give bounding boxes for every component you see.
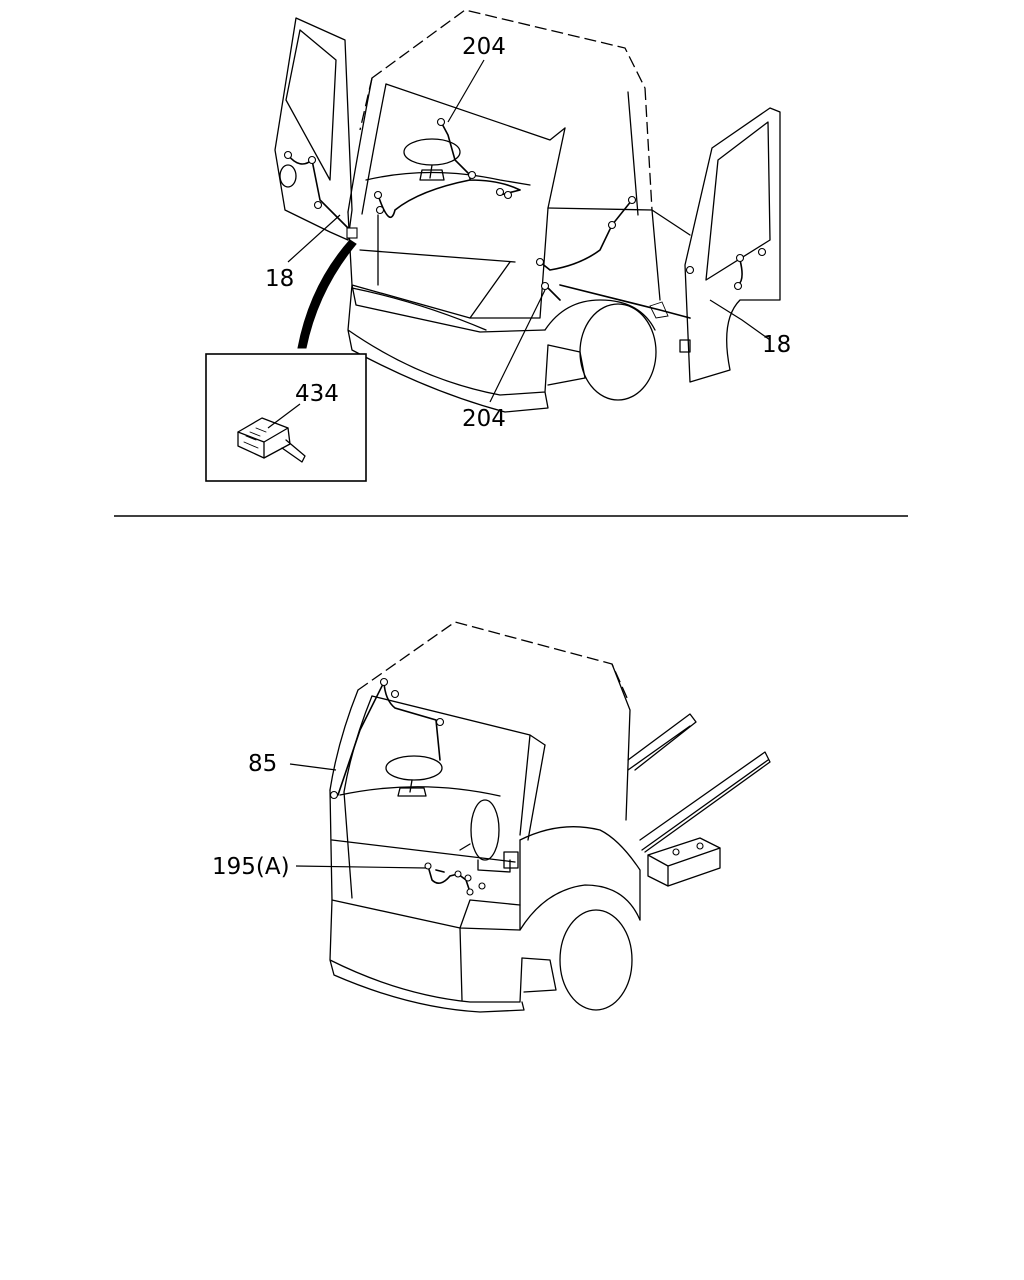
roof-harness bbox=[439, 119, 471, 176]
right-door-window bbox=[705, 121, 771, 281]
steering-wheel bbox=[403, 138, 461, 166]
top-figure: 204 18 434 18 204 bbox=[205, 9, 791, 482]
leader-18-left bbox=[287, 214, 341, 263]
callout-204-bottom: 204 bbox=[462, 406, 506, 432]
right-side-harness bbox=[539, 199, 743, 301]
cab2-step bbox=[521, 957, 557, 993]
callout-85: 85 bbox=[248, 751, 277, 777]
right-door-cable bbox=[559, 284, 691, 319]
frame-rail-upper bbox=[627, 713, 697, 771]
detail-box bbox=[205, 353, 367, 482]
bottom-clips bbox=[329, 677, 486, 896]
steering-column bbox=[419, 164, 445, 181]
grille bbox=[351, 214, 511, 331]
front-bumper bbox=[347, 284, 549, 413]
side-mirror bbox=[470, 799, 500, 861]
cab2-grille bbox=[459, 899, 521, 929]
cab2-dashboard bbox=[339, 786, 501, 797]
dash-harness-195a bbox=[427, 865, 471, 893]
callout-434: 434 bbox=[295, 381, 339, 407]
cab2-roof-outline bbox=[357, 621, 629, 701]
right-door bbox=[684, 107, 781, 383]
detail-pointer bbox=[297, 239, 357, 349]
cab2-bumper bbox=[329, 899, 525, 1013]
right-door-cable-connector bbox=[649, 301, 669, 319]
frame-rail-lower bbox=[639, 751, 771, 853]
left-door-window bbox=[285, 29, 337, 181]
callout-195a: 195(A) bbox=[212, 854, 290, 880]
front-wheel bbox=[579, 303, 657, 401]
bottom-figure: 85 195(A) bbox=[212, 621, 771, 1013]
left-door bbox=[274, 17, 353, 241]
battery bbox=[647, 837, 721, 887]
cab-side bbox=[547, 207, 691, 301]
cab2-front-wheel bbox=[559, 909, 633, 1011]
cab2-steering-wheel bbox=[385, 755, 443, 781]
left-mirror-hole bbox=[279, 164, 297, 188]
callout-204-top: 204 bbox=[462, 34, 506, 60]
cab2-side bbox=[519, 826, 641, 921]
right-door-handle bbox=[679, 339, 691, 353]
dash-harness bbox=[377, 174, 521, 219]
cab2-pillars bbox=[329, 663, 631, 841]
cab-roof-outline bbox=[359, 9, 653, 211]
callout-18-right: 18 bbox=[762, 332, 791, 358]
left-door-harness bbox=[287, 154, 353, 233]
harness-clips bbox=[283, 117, 767, 291]
roof-harness-85 bbox=[337, 681, 441, 796]
bumper-step bbox=[547, 344, 586, 386]
leader-195a bbox=[295, 865, 427, 869]
connector-434-detail bbox=[237, 417, 306, 463]
windshield-top bbox=[385, 83, 566, 141]
callout-18-left: 18 bbox=[265, 266, 294, 292]
cab2-steering-column bbox=[397, 779, 427, 797]
leader-18-right bbox=[709, 299, 771, 341]
cab2-windshield-top bbox=[371, 695, 546, 836]
leader-85 bbox=[289, 763, 337, 771]
leader-204-top bbox=[447, 59, 485, 123]
mirror-bracket bbox=[459, 843, 511, 873]
wheel-arch bbox=[544, 299, 656, 331]
leader-204-bottom bbox=[489, 289, 546, 403]
cab2-front-panel bbox=[329, 789, 521, 931]
cab-front-pillars bbox=[347, 77, 639, 216]
dashboard bbox=[365, 171, 531, 186]
mirror-mount bbox=[503, 851, 519, 869]
cab2-wheel-arch bbox=[519, 884, 641, 931]
leader-434 bbox=[267, 403, 301, 429]
